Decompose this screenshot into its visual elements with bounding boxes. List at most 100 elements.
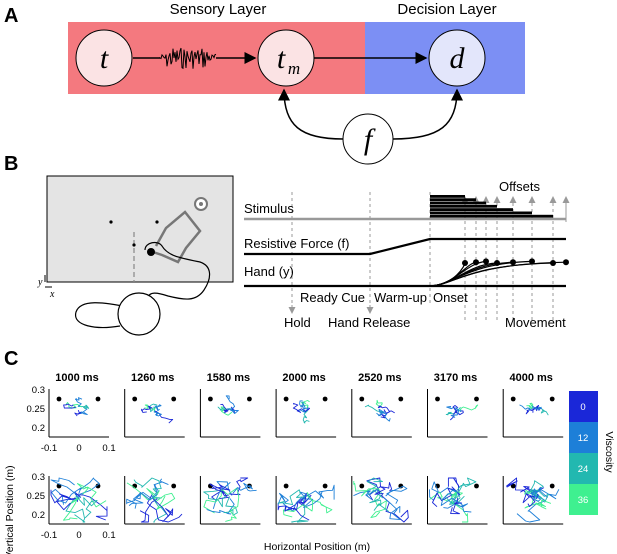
node-d-label: d <box>450 42 466 75</box>
target-dot <box>549 396 555 402</box>
target-dot <box>171 396 177 402</box>
target-dot <box>359 396 365 402</box>
trajectory-subplot <box>199 476 261 525</box>
colorbar-swatch <box>569 484 598 515</box>
target-dot <box>283 396 289 402</box>
offsets-label: Offsets <box>499 179 540 194</box>
trajectory-path <box>522 493 539 507</box>
trajectory-path <box>75 495 98 519</box>
x-tick-label: -0.1 <box>41 443 57 454</box>
trajectory-path <box>366 477 384 499</box>
trajectory-path <box>376 408 386 417</box>
trajectory-path <box>50 477 80 500</box>
colorbar-level: 0 <box>580 402 585 413</box>
trajectory-path <box>63 403 77 409</box>
y-tick-label: 0.3 <box>32 472 45 483</box>
trajectory-path <box>353 488 379 500</box>
trajectory-path <box>223 496 238 516</box>
trajectory-path <box>232 482 257 494</box>
trajectory-path <box>364 404 385 413</box>
target-dot <box>132 396 138 402</box>
target-dot <box>95 396 101 402</box>
trajectory-path <box>154 404 162 412</box>
trajectory-path <box>526 489 549 503</box>
condition-title: 1000 ms <box>55 372 98 384</box>
target-dot <box>208 396 213 402</box>
colorbar-swatch <box>569 422 598 453</box>
trajectory-path <box>383 497 401 521</box>
movement-end-dot <box>529 258 535 265</box>
trajectory-path <box>225 395 236 410</box>
trajectory-path <box>277 489 307 506</box>
movement-end-dot <box>563 259 569 266</box>
y-tick-label: 0.2 <box>32 510 45 521</box>
trajectory-path <box>385 485 408 504</box>
trajectory-path <box>152 496 167 523</box>
trajectory-path <box>519 404 534 411</box>
condition-title: 2000 ms <box>282 372 325 384</box>
trajectory-path <box>298 401 306 413</box>
stimulus-bar <box>430 204 497 208</box>
trajectory-path <box>531 405 543 411</box>
x-tick-label: 0 <box>76 530 81 541</box>
axis-y-label: y <box>37 277 43 288</box>
trajectory-path <box>530 488 548 502</box>
workspace-screen <box>46 175 234 283</box>
trajectory-subplot <box>351 389 412 438</box>
colorbar-level: 36 <box>578 495 589 506</box>
target-dot <box>56 396 62 402</box>
y-tick-label: 0.3 <box>32 385 45 396</box>
target-dot <box>510 483 516 489</box>
node-tm-subscript: m <box>288 59 300 78</box>
x-tick-label: 0.1 <box>102 530 115 541</box>
trajectory-subplot <box>427 389 488 438</box>
trajectory-path <box>141 405 153 413</box>
colorbar-level: 24 <box>578 464 589 475</box>
movement-end-dot <box>483 258 489 265</box>
target-right <box>155 220 159 224</box>
event-movement: Movement <box>505 315 566 330</box>
trajectory-path <box>126 482 160 501</box>
target-dot <box>474 483 479 489</box>
trajectory-path <box>227 407 239 414</box>
trajectory-path <box>65 496 86 523</box>
event-ready-cue: Ready Cue <box>300 290 365 305</box>
trajectory-path <box>301 400 310 409</box>
event-hand-release: Hand Release <box>328 315 410 330</box>
trajectory-path <box>432 486 461 508</box>
stimulus-bars <box>430 195 553 218</box>
arm-outline <box>75 241 211 329</box>
trajectory-path <box>305 484 335 500</box>
stimulus-bar <box>430 195 465 198</box>
colorbar-swatch <box>569 453 598 484</box>
trajectory-path <box>203 490 227 508</box>
stimulus-bar <box>430 198 476 202</box>
trajectory-path <box>50 489 77 504</box>
x-tick-label: -0.1 <box>41 530 57 541</box>
trajectory-path <box>203 488 229 514</box>
x-axis-label: Horizontal Position (m) <box>264 541 370 553</box>
trajectory-path <box>146 493 183 523</box>
target-dot <box>247 396 252 402</box>
start-point <box>132 243 136 247</box>
trajectory-path <box>299 491 323 508</box>
target-dot <box>549 483 555 489</box>
trajectory-path <box>454 409 464 416</box>
target-dot <box>95 483 101 489</box>
trajectory-path <box>284 492 310 521</box>
condition-title: 2520 ms <box>358 372 401 384</box>
trajectory-path <box>302 410 310 424</box>
trace-label-hand: Hand (y) <box>244 264 294 279</box>
stimulus-bar <box>430 214 553 218</box>
trajectory-subplot <box>351 476 412 525</box>
target-left <box>109 220 113 224</box>
trajectory-path <box>455 477 477 497</box>
node-t-label: t <box>100 42 109 75</box>
target-dot <box>322 396 328 402</box>
node-d <box>428 29 486 87</box>
target-dot <box>171 483 177 489</box>
trajectory-path <box>450 407 460 418</box>
trajectory-path <box>76 483 107 508</box>
